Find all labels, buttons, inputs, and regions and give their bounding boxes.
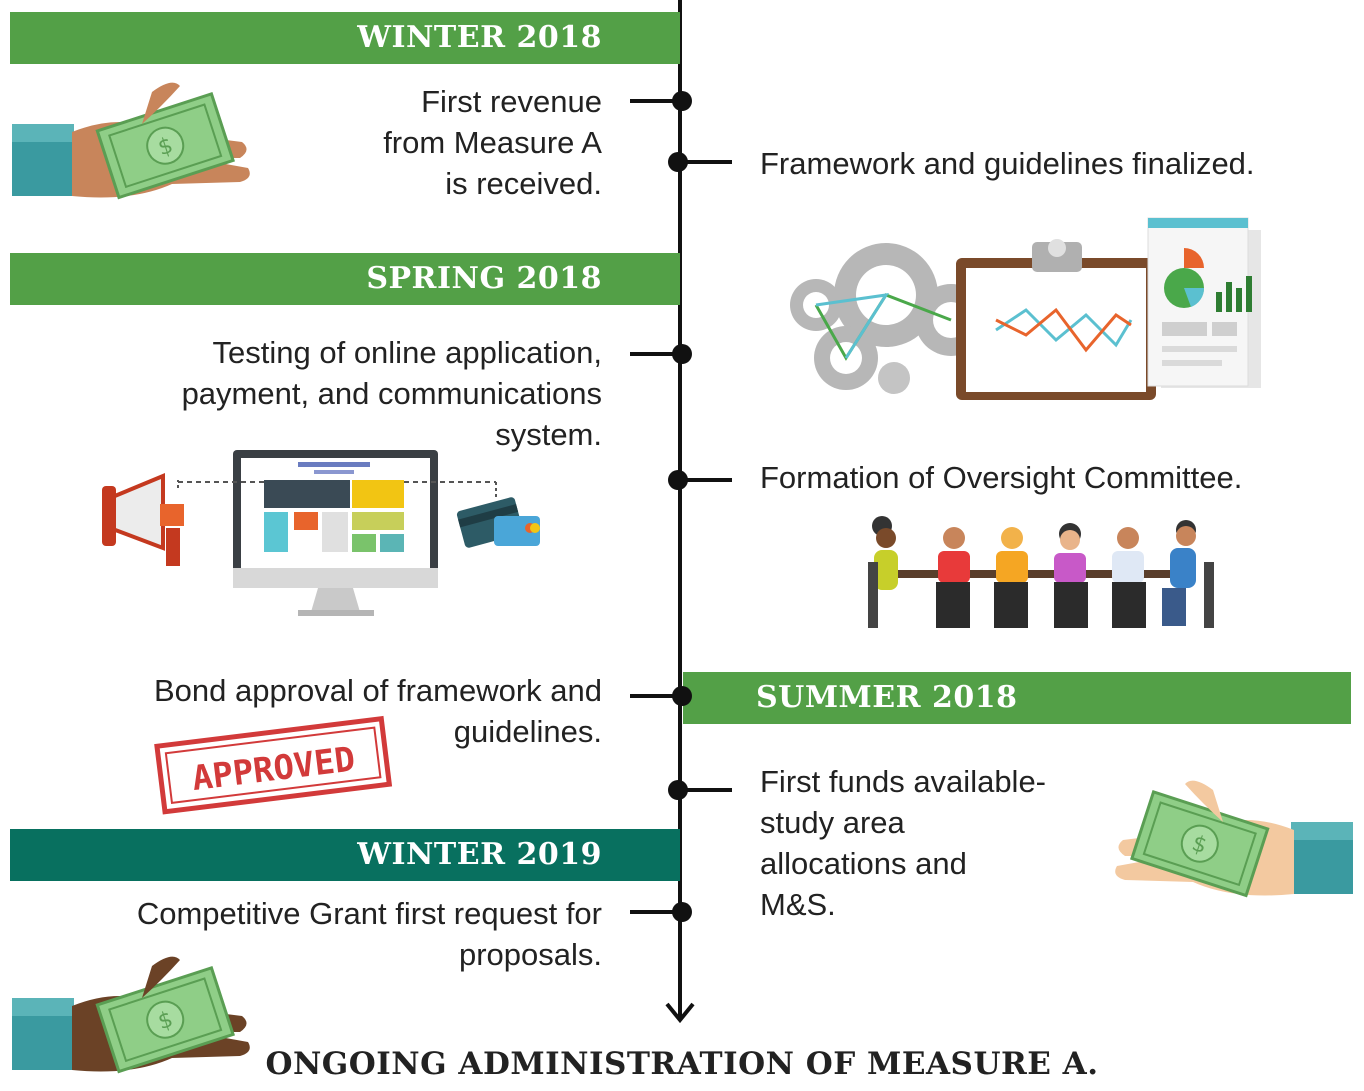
dot-framework-finalized <box>668 152 688 172</box>
dot-first-revenue <box>672 91 692 111</box>
tick-competitive-grant <box>630 910 682 914</box>
tick-framework-finalized <box>680 160 732 164</box>
event-testing: Testing of online application,payment, a… <box>181 335 602 452</box>
dot-first-funds <box>668 780 688 800</box>
approved-stamp-icon: APPROVED <box>154 715 393 815</box>
hand-money-icon: $ <box>12 956 250 1074</box>
timeline-arrow-icon <box>665 1002 695 1024</box>
dot-bond-approval <box>672 686 692 706</box>
tick-oversight <box>680 478 732 482</box>
dot-testing <box>672 344 692 364</box>
band-winter-2018: WINTER 2018 <box>10 12 680 64</box>
tick-testing <box>630 352 682 356</box>
computer-megaphone-card-icon <box>102 450 540 616</box>
meeting-table-people-icon <box>868 516 1214 628</box>
hand-money-icon: $ <box>1115 780 1353 898</box>
hand-money-icon: $ <box>12 82 250 200</box>
dot-oversight <box>668 470 688 490</box>
event-oversight-committee: Formation of Oversight Committee. <box>760 460 1243 495</box>
band-winter-2019: WINTER 2019 <box>10 829 680 881</box>
footer-ongoing-administration: ONGOING ADMINISTRATION OF MEASURE A. <box>265 1046 1099 1082</box>
tick-bond-approval <box>630 694 682 698</box>
band-summer-2018: SUMMER 2018 <box>683 672 1351 724</box>
event-framework-finalized: Framework and guidelines finalized. <box>760 146 1255 181</box>
gears-clipboard-report-icon <box>790 217 1261 400</box>
dot-competitive-grant <box>672 902 692 922</box>
tick-first-revenue <box>630 99 682 103</box>
tick-first-funds <box>680 788 732 792</box>
timeline-axis <box>678 0 682 1018</box>
band-spring-2018: SPRING 2018 <box>10 253 680 305</box>
